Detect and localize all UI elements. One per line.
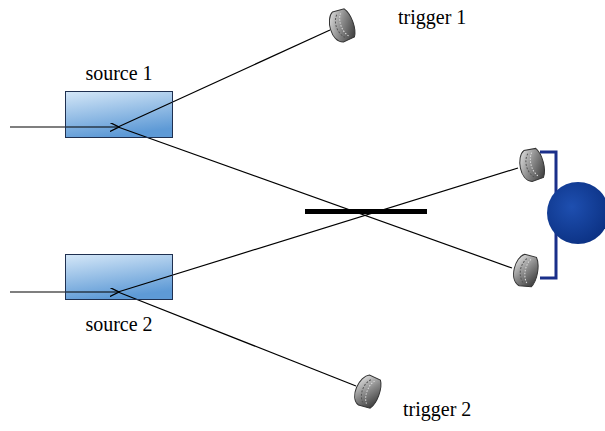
detector	[325, 7, 358, 45]
pump-beam	[10, 126, 118, 127]
source-box: source 1	[65, 91, 173, 138]
source-fill	[65, 91, 173, 138]
photon-path	[118, 127, 512, 268]
detector	[511, 253, 540, 289]
coincidence-circuit	[547, 182, 605, 244]
source-box: source 2	[65, 254, 173, 300]
detector	[516, 146, 547, 183]
source-label: source 2	[85, 313, 152, 335]
beam-splitter	[305, 209, 427, 214]
source-label: source 1	[85, 62, 152, 84]
photon-path	[118, 292, 356, 386]
photon-path	[118, 168, 518, 292]
detector	[351, 372, 384, 410]
pump-beam	[10, 291, 118, 292]
detector-label: trigger 2	[403, 398, 471, 420]
detector-label: trigger 1	[398, 6, 466, 28]
source-fill	[65, 254, 173, 300]
